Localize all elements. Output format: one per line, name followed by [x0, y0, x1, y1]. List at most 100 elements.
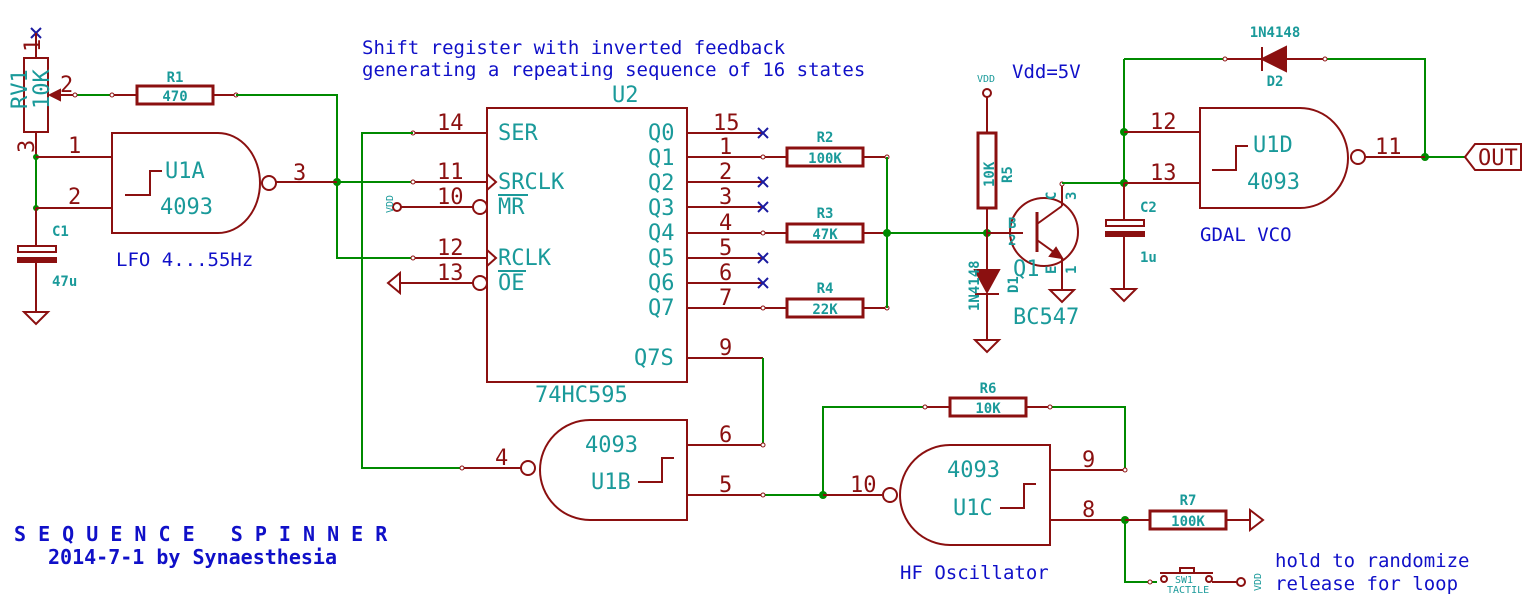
ground-icon [387, 272, 407, 294]
rv1-potentiometer: 1 2 3 RV1 10K [8, 27, 75, 155]
note-shift-line2: generating a repeating sequence of 16 st… [362, 59, 865, 81]
u1d-nand-gate: 12 13 11 U1D 4093 [1124, 107, 1425, 209]
schematic-title: S E Q U E N C E S P I N N E R [14, 522, 388, 546]
c1-ref: C1 [52, 224, 69, 240]
note-vdd: Vdd=5V [1012, 61, 1081, 83]
u1c-ref: U1C [953, 496, 993, 521]
vdd-icon [1236, 577, 1246, 587]
no-connect-icon [757, 127, 769, 289]
svg-text:5: 5 [719, 473, 732, 498]
svg-text:4: 4 [719, 211, 732, 236]
svg-text:Q4: Q4 [648, 221, 675, 246]
r6-resistor: R6 10K [922, 381, 1053, 418]
svg-text:Q7S: Q7S [634, 346, 674, 371]
svg-text:47K: 47K [812, 227, 838, 243]
svg-text:12: 12 [437, 236, 464, 261]
svg-text:14: 14 [437, 111, 464, 136]
note-gdal: GDAL VCO [1200, 224, 1292, 246]
svg-text:D2: D2 [1267, 74, 1284, 90]
r1-value: 470 [162, 89, 187, 105]
svg-text:1u: 1u [1140, 250, 1157, 266]
svg-text:1: 1 [1064, 266, 1080, 274]
ground-icon [974, 333, 1000, 353]
u1c-nand-gate: 10 9 8 4093 U1C [823, 444, 1128, 546]
svg-text:Q6: Q6 [648, 271, 675, 296]
ground-icon [23, 305, 49, 325]
svg-text:2: 2 [1008, 233, 1016, 249]
svg-text:R5: R5 [1000, 166, 1016, 183]
u1d-part: 4093 [1247, 170, 1300, 195]
svg-text:SRCLK: SRCLK [498, 170, 565, 195]
svg-text:10: 10 [850, 473, 877, 498]
svg-text:Q7: Q7 [648, 296, 675, 321]
svg-text:15: 15 [713, 111, 740, 136]
svg-text:10: 10 [437, 185, 464, 210]
clock-input-icon [486, 173, 498, 267]
svg-text:Q0: Q0 [648, 121, 675, 146]
svg-text:Q5: Q5 [648, 246, 675, 271]
d2-diode: 1N4148 D2 [1222, 25, 1328, 90]
note-hf: HF Oscillator [900, 562, 1049, 584]
svg-text:11: 11 [1375, 135, 1402, 160]
svg-text:R3: R3 [817, 206, 834, 222]
c1-value: 47u [52, 274, 77, 290]
note-shift-line1: Shift register with inverted feedback [362, 37, 786, 59]
svg-text:2: 2 [60, 73, 73, 98]
u2-ref: U2 [612, 83, 639, 108]
svg-text:1: 1 [68, 134, 81, 159]
u1b-part: 4093 [585, 433, 638, 458]
svg-text:R4: R4 [817, 281, 834, 297]
svg-text:Q3: Q3 [648, 196, 675, 221]
r7-resistor: R7 100K [1125, 493, 1265, 533]
schematic-byline: 2014-7-1 by Synaesthesia [48, 545, 337, 569]
svg-text:11: 11 [437, 160, 464, 185]
c2-capacitor: C2 1u [1105, 183, 1157, 302]
svg-text:3: 3 [1064, 192, 1080, 200]
svg-text:1N4148: 1N4148 [967, 260, 983, 311]
svg-text:10K: 10K [975, 401, 1001, 417]
svg-text:2: 2 [68, 185, 81, 210]
vdd-icon [982, 88, 992, 98]
note-hold: hold to randomize [1275, 550, 1469, 572]
svg-text:SER: SER [498, 121, 538, 146]
r5-resistor: VDD 10K R5 [976, 74, 1016, 233]
svg-text:Q1: Q1 [1013, 257, 1040, 282]
q1-transistor: B 2 C 3 E 1 Q1 BC547 [987, 181, 1080, 330]
schmitt-icon [1000, 483, 1036, 509]
svg-text:MR: MR [498, 195, 525, 220]
svg-text:6: 6 [719, 423, 732, 448]
svg-text:VDD: VDD [977, 74, 995, 85]
svg-text:OUT: OUT [1478, 146, 1518, 171]
u1a-nand-gate: 1 2 3 U1A 4093 [36, 132, 337, 234]
svg-text:VDD: VDD [1253, 573, 1264, 591]
svg-text:Q1: Q1 [648, 146, 675, 171]
c1-capacitor: C1 47u [17, 208, 77, 325]
vdd-icon [392, 202, 402, 212]
svg-text:R2: R2 [817, 130, 834, 146]
svg-text:7: 7 [719, 286, 732, 311]
svg-text:VDD: VDD [385, 195, 396, 213]
svg-text:C: C [1044, 192, 1060, 200]
svg-text:C2: C2 [1140, 200, 1157, 216]
svg-text:3: 3 [15, 140, 40, 153]
svg-text:8: 8 [1082, 498, 1095, 523]
r1-ref: R1 [167, 70, 184, 86]
svg-text:E: E [1044, 266, 1060, 274]
svg-text:3: 3 [719, 185, 732, 210]
u1c-part: 4093 [947, 458, 1000, 483]
svg-text:4: 4 [495, 446, 508, 471]
ground-icon [1049, 283, 1075, 303]
svg-text:100K: 100K [1171, 514, 1205, 530]
svg-text:1: 1 [21, 39, 46, 52]
svg-text:100K: 100K [808, 151, 842, 167]
svg-text:10K: 10K [982, 161, 998, 187]
svg-text:OE: OE [498, 271, 525, 296]
u2-shift-register: U2 74HC595 VDD 14 11 10 12 13 SER SRCLK … [385, 83, 769, 408]
svg-text:9: 9 [1082, 448, 1095, 473]
svg-text:R6: R6 [980, 381, 997, 397]
svg-text:TACTILE: TACTILE [1167, 585, 1209, 596]
svg-text:1N4148: 1N4148 [1250, 25, 1301, 41]
svg-text:13: 13 [1150, 161, 1177, 186]
schmitt-icon [638, 457, 674, 483]
svg-text:13: 13 [437, 261, 464, 286]
